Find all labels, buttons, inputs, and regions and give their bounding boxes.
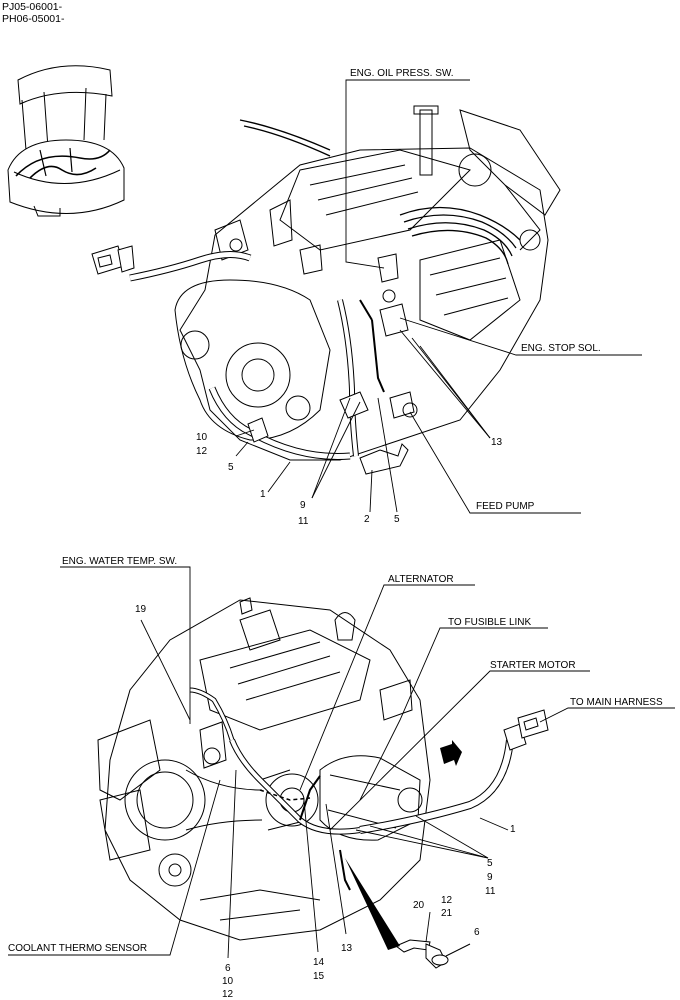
bottom-engine-drawing	[97, 597, 431, 941]
model-serial-line-1: PJ05-06001-	[2, 1, 63, 13]
bottom-harness-main	[189, 687, 514, 891]
part-number: 12	[222, 989, 234, 1000]
part-number: 9	[487, 872, 493, 883]
callout-eng-stop-sol: ENG. STOP SOL.	[521, 343, 601, 354]
model-serial-line-2: PH06-05001-	[2, 13, 65, 25]
top-harness-main	[129, 251, 385, 460]
part-number: 13	[341, 943, 353, 954]
part-number: 6	[225, 963, 231, 974]
callout-starter-motor: STARTER MOTOR	[490, 660, 576, 671]
part-number: 9	[300, 500, 306, 511]
part-number: 10	[196, 432, 208, 443]
part-number: 11	[485, 886, 496, 897]
part-number: 5	[228, 462, 234, 473]
callout-feed-pump: FEED PUMP	[476, 501, 535, 512]
callout-to-main-harness: TO MAIN HARNESS	[570, 697, 663, 708]
top-engine-drawing	[174, 105, 561, 475]
part-number: 2	[364, 514, 370, 525]
detail-pointer	[345, 858, 400, 950]
main-harness-connector	[503, 709, 549, 751]
machine-overview-inset	[7, 65, 125, 217]
part-number: 15	[313, 971, 325, 982]
callout-to-fusible-link: TO FUSIBLE LINK	[448, 617, 532, 628]
leader-lines	[8, 79, 675, 959]
part-number: 5	[487, 858, 493, 869]
direction-arrow	[440, 740, 462, 766]
part-number: 20	[413, 900, 425, 911]
part-number: 6	[474, 927, 480, 938]
part-number: 1	[260, 489, 266, 500]
part-number: 21	[441, 908, 453, 919]
part-number: 5	[394, 514, 400, 525]
top-harness-connector	[91, 245, 135, 275]
part-number: 10	[222, 976, 234, 987]
callout-alternator: ALTERNATOR	[388, 574, 454, 585]
callout-coolant-thermo-sensor: COOLANT THERMO SENSOR	[8, 943, 148, 954]
part-number: 19	[135, 604, 147, 615]
part-number: 11	[298, 516, 309, 527]
part-number: 12	[196, 446, 208, 457]
callout-eng-oil-press-sw: ENG. OIL PRESS. SW.	[350, 68, 454, 79]
part-number: 14	[313, 957, 325, 968]
callout-eng-water-temp-sw: ENG. WATER TEMP. SW.	[62, 556, 178, 567]
clamp-bracket-detail	[395, 939, 471, 969]
part-number: 13	[491, 437, 503, 448]
part-number: 12	[441, 895, 453, 906]
part-number: 1	[510, 824, 516, 835]
